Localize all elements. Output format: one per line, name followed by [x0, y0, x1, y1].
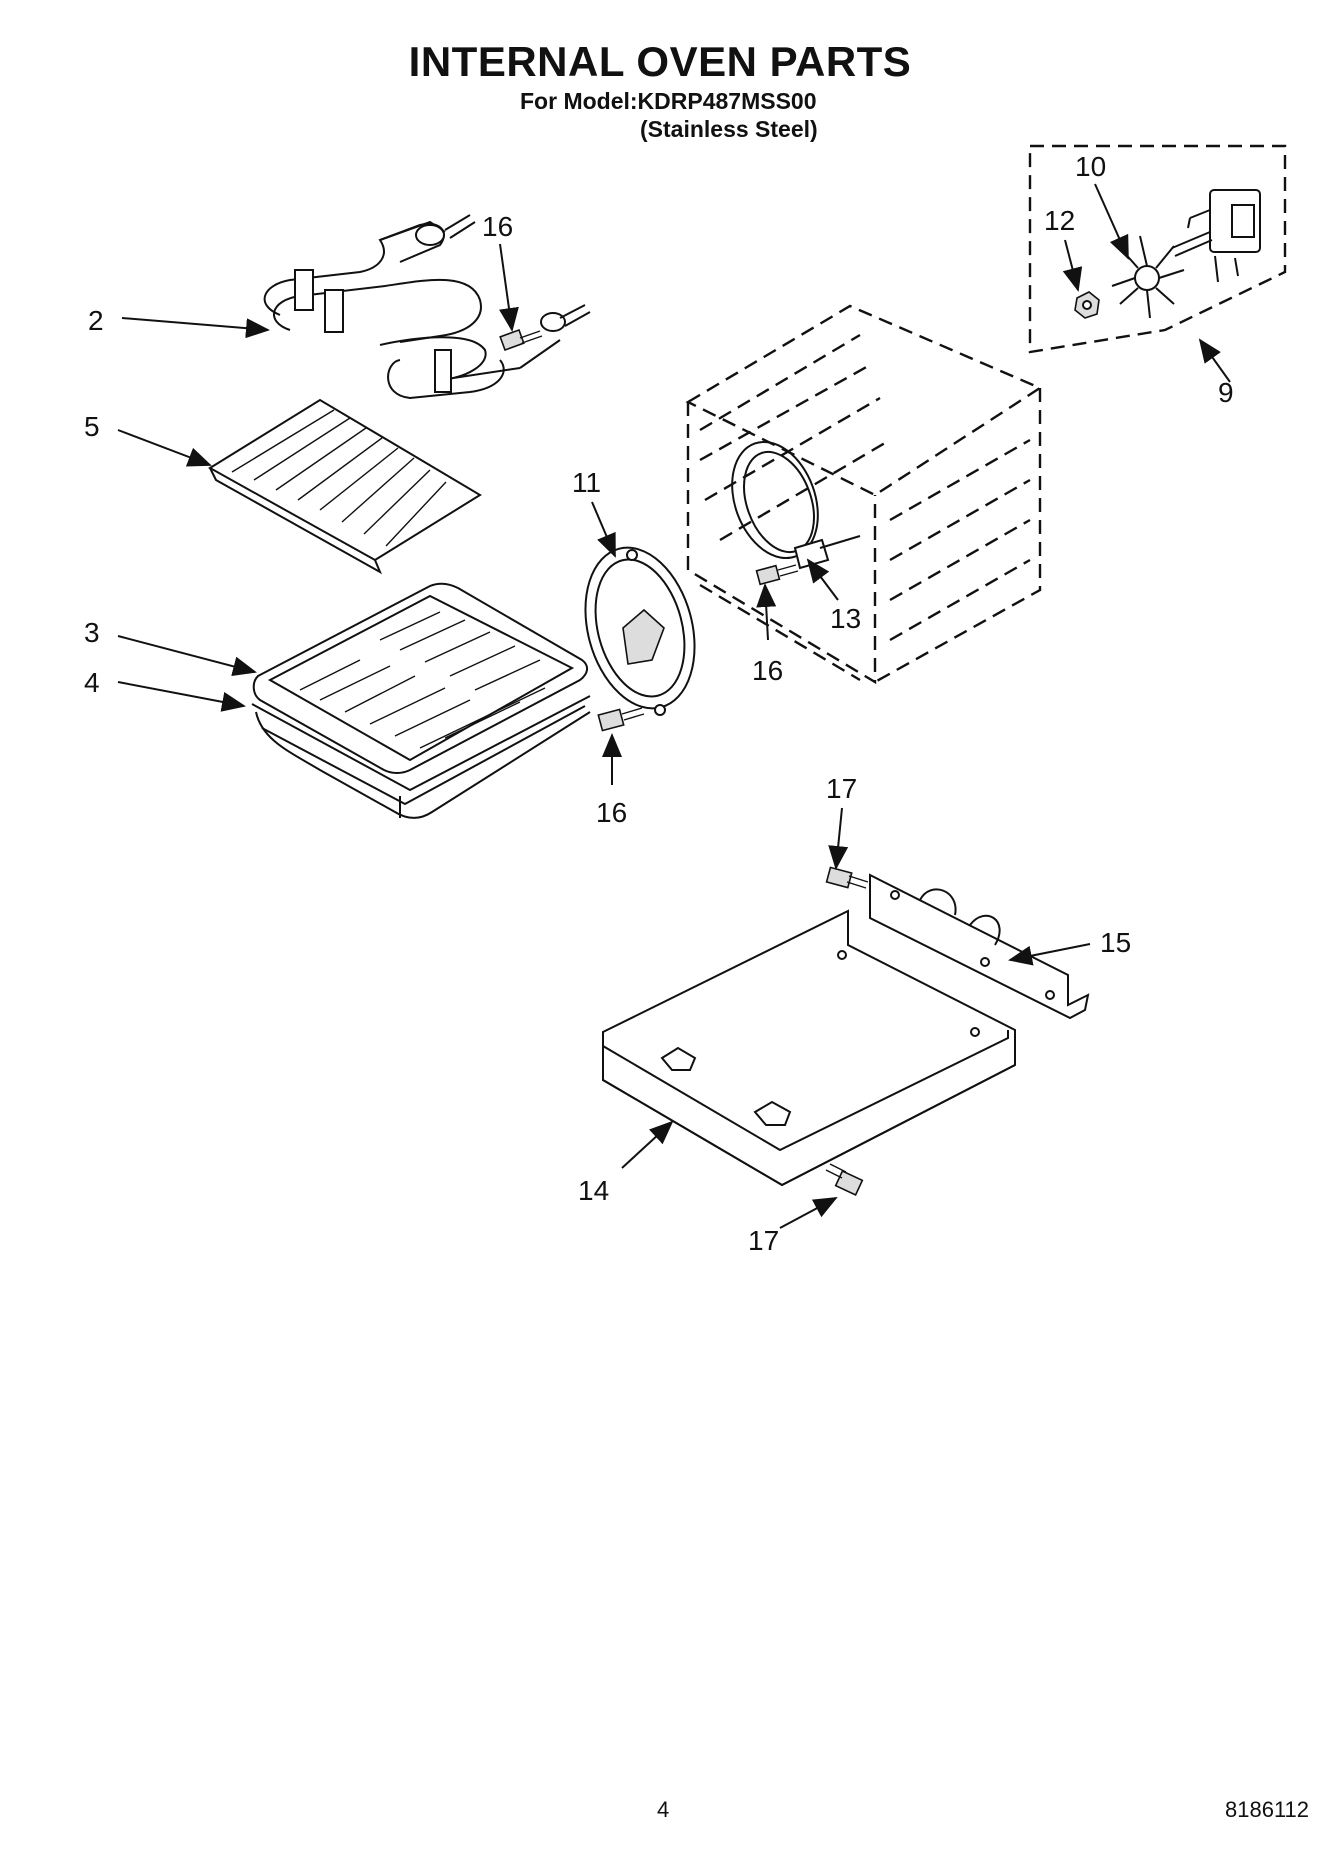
broiler-grid-part — [252, 582, 588, 774]
finish-line: (Stainless Steel) — [640, 116, 818, 142]
document-number: 8186112 — [1225, 1797, 1310, 1822]
screw-17-top — [825, 866, 869, 889]
callout-3: 3 — [84, 617, 100, 648]
callout-14: 14 — [578, 1175, 609, 1206]
callout-9: 9 — [1218, 377, 1234, 408]
fan-blade-part — [1111, 235, 1185, 319]
callout-10: 10 — [1075, 151, 1106, 182]
callout-11: 11 — [572, 467, 601, 498]
callout-16-top: 16 — [482, 211, 513, 242]
convection-fan-motor-assembly — [1028, 144, 1287, 354]
callout-5: 5 — [84, 411, 100, 442]
oven-bottom-bracket-part — [869, 873, 1090, 1020]
callout-13: 13 — [830, 603, 861, 634]
callout-16-fan-cover: 16 — [596, 797, 627, 828]
page-number: 4 — [657, 1797, 670, 1822]
broil-element-part — [263, 214, 591, 400]
screw-16-fan-cover — [597, 707, 645, 732]
callout-4: 4 — [84, 667, 100, 698]
page-title: INTERNAL OVEN PARTS — [408, 38, 912, 85]
callout-15: 15 — [1100, 927, 1131, 958]
callout-16-cavity: 16 — [752, 655, 783, 686]
callout-12: 12 — [1044, 205, 1075, 236]
screw-16-cavity — [755, 564, 799, 586]
leader-lines — [117, 183, 1231, 1229]
callout-17-bottom: 17 — [748, 1225, 779, 1256]
oven-bottom-tray-part — [602, 909, 1016, 1187]
model-line: For Model:KDRP487MSS00 — [520, 88, 817, 114]
grill-plate-part — [208, 398, 482, 575]
screw-17-bottom — [825, 1163, 864, 1196]
screw-16-top — [499, 328, 543, 352]
fan-nut-part — [1074, 291, 1100, 319]
callout-17-top: 17 — [826, 773, 857, 804]
fan-cover-part — [584, 546, 696, 716]
oven-cavity-outline — [685, 304, 1043, 685]
callout-2: 2 — [88, 305, 104, 336]
broiler-pan-part — [251, 695, 591, 819]
